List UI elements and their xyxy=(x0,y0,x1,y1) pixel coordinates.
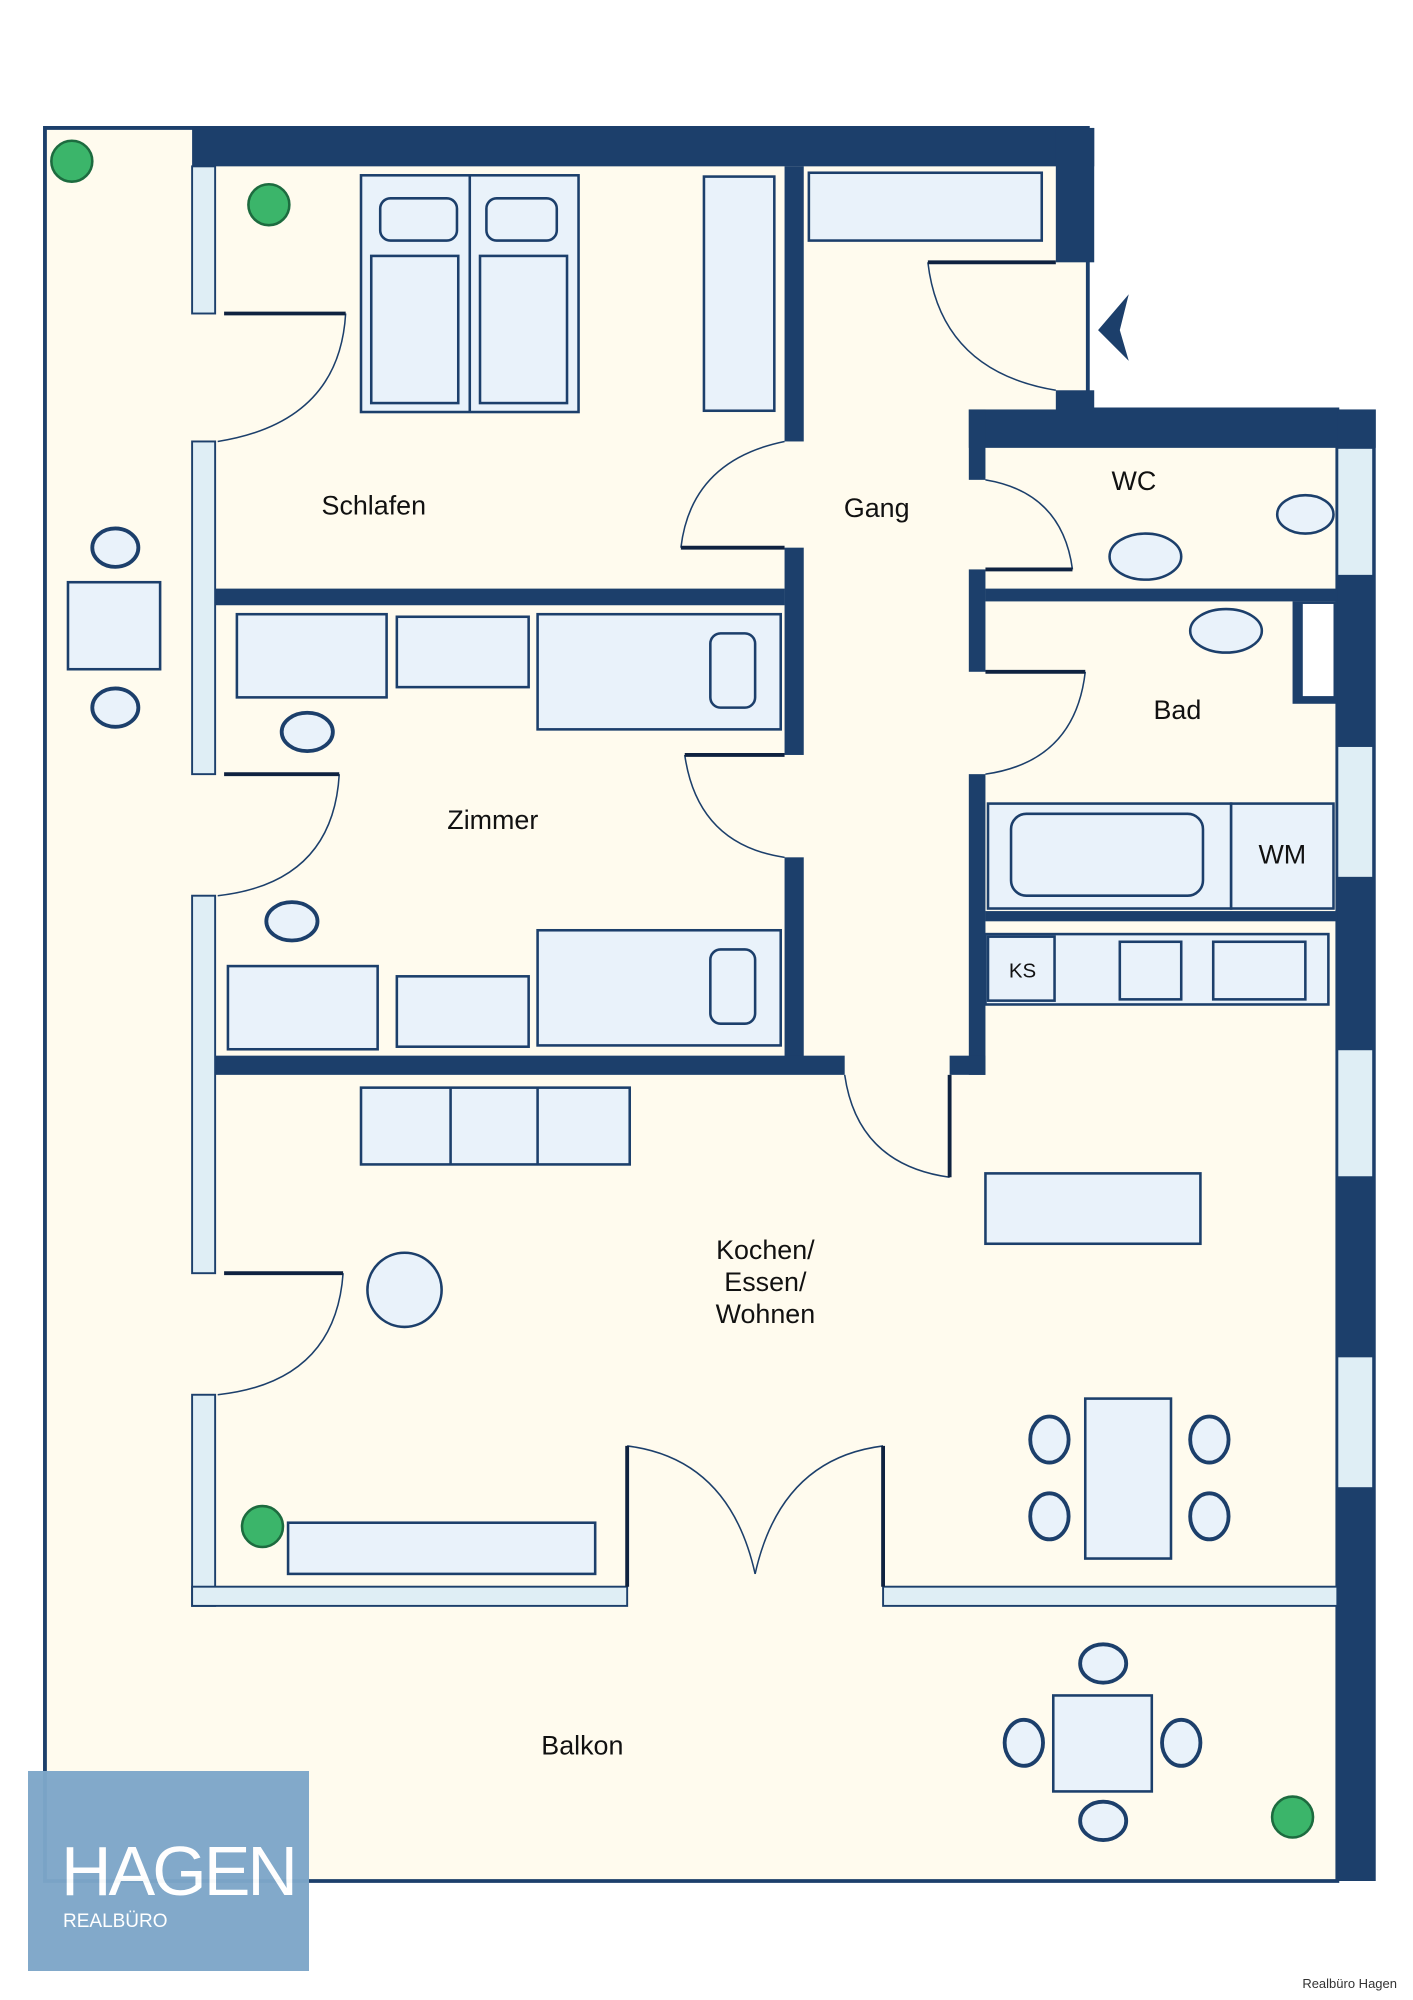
room-label-kochen: Kochen/ xyxy=(716,1235,815,1265)
room-label-essen: Essen/ xyxy=(724,1267,807,1297)
furniture xyxy=(66,171,1335,1842)
plant-icon xyxy=(247,182,291,227)
walls xyxy=(191,127,1376,1881)
room-label-wohnen: Wohnen xyxy=(716,1299,816,1329)
room-label-balkon: Balkon xyxy=(541,1730,623,1760)
plant-icon xyxy=(1270,1795,1315,1839)
plants xyxy=(50,139,1315,1839)
washer-label: WM xyxy=(1258,840,1306,870)
room-label-bad: Bad xyxy=(1153,695,1201,725)
fridge-label: KS xyxy=(1009,960,1036,983)
doors xyxy=(217,260,1087,1587)
room-label-wc: WC xyxy=(1112,466,1157,496)
room-label-zimmer: Zimmer xyxy=(447,805,538,835)
company-logo: HAGEN REALBÜRO xyxy=(28,1771,309,1971)
logo-subtitle: REALBÜRO xyxy=(63,1911,168,1932)
plant-icon xyxy=(50,139,94,183)
room-label-schlafen: Schlafen xyxy=(322,490,427,520)
logo-name: HAGEN xyxy=(61,1832,298,1910)
credit-text: Realbüro Hagen xyxy=(1302,1976,1397,1991)
room-label-gang: Gang xyxy=(844,493,910,523)
plant-icon xyxy=(240,1504,285,1549)
entrance-arrow-icon xyxy=(1098,294,1129,361)
